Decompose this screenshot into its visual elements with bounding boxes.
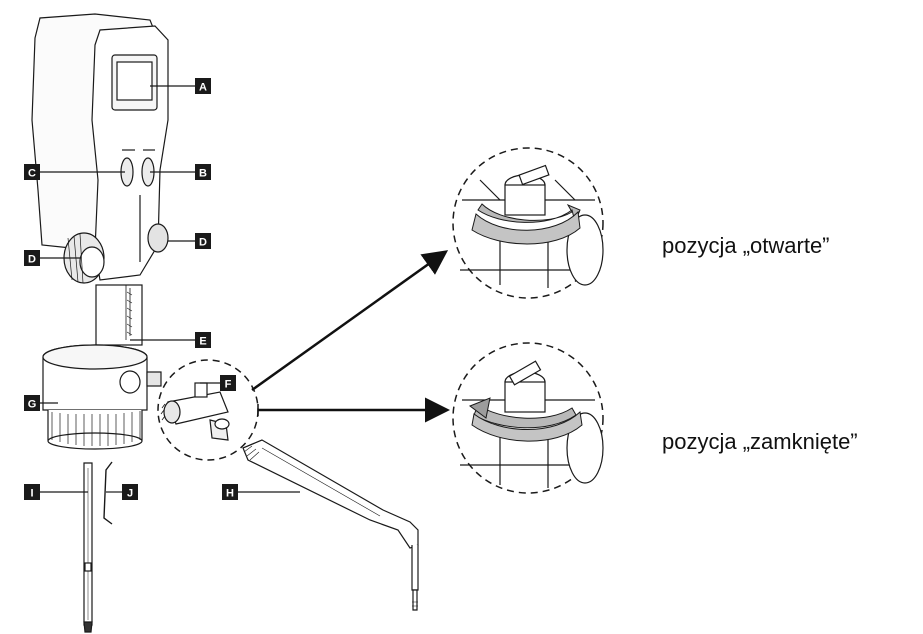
label-h-text: H — [226, 488, 234, 500]
arrows — [251, 250, 450, 423]
intake-tube-rod — [83, 462, 93, 633]
detail-open-position — [452, 147, 604, 299]
label-b: B — [195, 164, 211, 180]
label-d-right-text: D — [199, 237, 207, 249]
label-i: I — [24, 484, 40, 500]
delivery-tube — [242, 439, 419, 611]
label-d-left-text: D — [28, 254, 36, 266]
label-a-text: A — [199, 82, 207, 94]
label-e-text: E — [199, 336, 206, 348]
label-i-text: I — [30, 488, 33, 500]
dispenser-device — [31, 13, 169, 450]
label-h: H — [222, 484, 238, 500]
label-c-text: C — [28, 168, 36, 180]
arrow-to-open — [251, 250, 449, 392]
bent-wire-part — [103, 461, 113, 525]
label-c: C — [24, 164, 40, 180]
label-d-right: D — [195, 233, 211, 249]
label-a: A — [195, 78, 211, 94]
label-j-text: J — [127, 488, 133, 500]
label-e: E — [195, 332, 211, 348]
label-b-text: B — [199, 168, 207, 180]
label-f: F — [220, 375, 236, 391]
valve-detail — [157, 359, 259, 461]
label-g-text: G — [28, 399, 37, 411]
label-d-left: D — [24, 250, 40, 266]
label-f-text: F — [225, 379, 232, 391]
caption-closed-position: pozycja „zamknięte” — [662, 429, 858, 454]
label-j: J — [122, 484, 138, 500]
detail-closed-position — [452, 342, 604, 494]
caption-open-position: pozycja „otwarte” — [662, 233, 830, 258]
label-g: G — [24, 395, 40, 411]
leader-lines — [40, 85, 300, 493]
